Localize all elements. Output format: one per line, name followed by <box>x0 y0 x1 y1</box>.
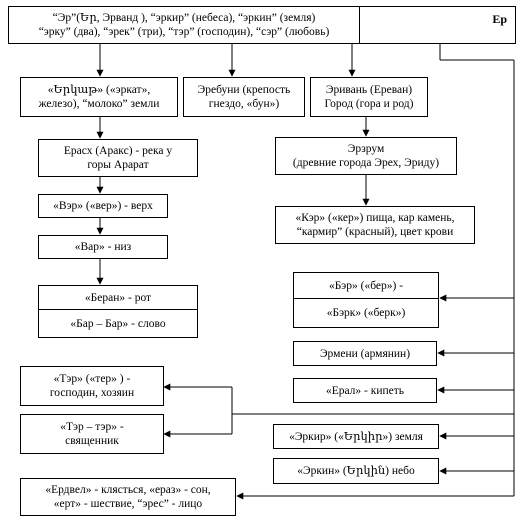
box-kar: «Кэр» («кер») пища, кар камень, “кармир”… <box>275 206 475 244</box>
box-ber: «Бэр» («бер») - <box>293 272 439 299</box>
box-erebuni: Эребуни (крепость гнездо, «бун») <box>183 77 305 117</box>
box-ver-line-1: «Вэр» («вер») - верх <box>53 200 153 212</box>
box-erkat: «Երկաթ» («эркат», железо), “молоко” земл… <box>20 77 178 117</box>
title-box: “Эр”(Եր, Эрванд ), “эркир” (небеса), “эр… <box>8 6 360 44</box>
title-line-2: “эрку” (два), “эрек” (три), “тэр” (госпо… <box>38 26 330 38</box>
box-eral-line-1: «Ерал» - кипеть <box>325 384 405 397</box>
box-ver: «Вэр» («вер») - верх <box>38 194 168 218</box>
box-erebuni-line-2: гнездо, «бун») <box>208 98 280 110</box>
box-berk-line-1: «Бэрк» («берк») <box>326 307 406 319</box>
box-ber-line-1: «Бэр» («бер») - <box>328 279 404 292</box>
box-beran: «Беран» - рот <box>38 285 198 310</box>
box-bar-bar: «Бар – Бар» - слово <box>38 309 198 338</box>
box-eral: «Ерал» - кипеть <box>293 378 437 403</box>
box-eraskh-line-1: Ерасх (Аракс) - река у <box>63 145 173 157</box>
box-bar-bar-line-1: «Бар – Бар» - слово <box>70 317 166 330</box>
box-ter-priest-line-2: священник <box>65 435 119 447</box>
box-ermeni-line-1: Эрмени (армянин) <box>319 347 411 360</box>
box-ter-lord-line-1: «Тэр» («тер» ) - <box>53 373 131 385</box>
box-erkin-line-1: «Эркин» (Երկին) небо <box>297 465 415 477</box>
box-erkir-line-1: «Эркир» («Երկիր») земля <box>289 430 423 443</box>
box-ter-lord-line-2: господин, хозяин <box>49 387 135 399</box>
box-erdvel-line-2: «ерт» - шествие, “эрес” - лицо <box>53 498 203 510</box>
box-kar-line-1: «Кэр» («кер») пища, кар камень, <box>295 212 455 224</box>
box-erkin: «Эркин» (Երկին) небо <box>273 458 439 484</box>
box-erzrum-line-2: (древние города Эрех, Эриду) <box>292 157 440 169</box>
box-kar-line-2: “кармир” (красный), цвет крови <box>296 226 454 238</box>
box-ermeni: Эрмени (армянин) <box>293 341 437 366</box>
box-beran-line-1: «Беран» - рот <box>84 291 152 304</box>
root-label: Ер <box>492 12 507 26</box>
box-ter-lord: «Тэр» («тер» ) - господин, хозяин <box>20 366 164 406</box>
box-erivan: Эривань (Ереван) Город (гора и род) <box>310 77 428 117</box>
box-erkat-line-2: железо), “молоко” земли <box>38 98 160 110</box>
box-erkat-line-1: «Երկաթ» («эркат», <box>47 84 151 96</box>
box-eraskh-line-2: горы Арарат <box>87 159 149 171</box>
box-erdvel: «Ердвел» - клясться, «ераз» - сон, «ерт»… <box>20 478 236 516</box>
box-erivan-line-2: Город (гора и род) <box>324 98 414 110</box>
box-erebuni-line-1: Эребуни (крепость <box>197 84 291 96</box>
box-var-line-1: «Вар» - низ <box>74 241 132 253</box>
box-var: «Вар» - низ <box>38 235 168 259</box>
box-erdvel-line-1: «Ердвел» - клясться, «ераз» - сон, <box>45 484 211 496</box>
box-erkir: «Эркир» («Երկիր») земля <box>273 424 439 449</box>
box-erivan-line-1: Эривань (Ереван) <box>325 84 413 96</box>
box-ter-priest-line-1: «Тэр – тэр» - <box>60 421 124 433</box>
box-erzrum-line-1: Эрзрум <box>347 143 385 155</box>
box-berk: «Бэрк» («берк») <box>293 298 439 328</box>
box-eraskh: Ерасх (Аракс) - река у горы Арарат <box>38 139 198 177</box>
title-line-1: “Эр”(Եր, Эрванд ), “эркир” (небеса), “эр… <box>52 12 316 24</box>
root-box: Ер <box>359 6 516 44</box>
box-ter-priest: «Тэр – тэр» - священник <box>20 414 164 454</box>
box-erzrum: Эрзрум (древние города Эрех, Эриду) <box>275 137 457 175</box>
